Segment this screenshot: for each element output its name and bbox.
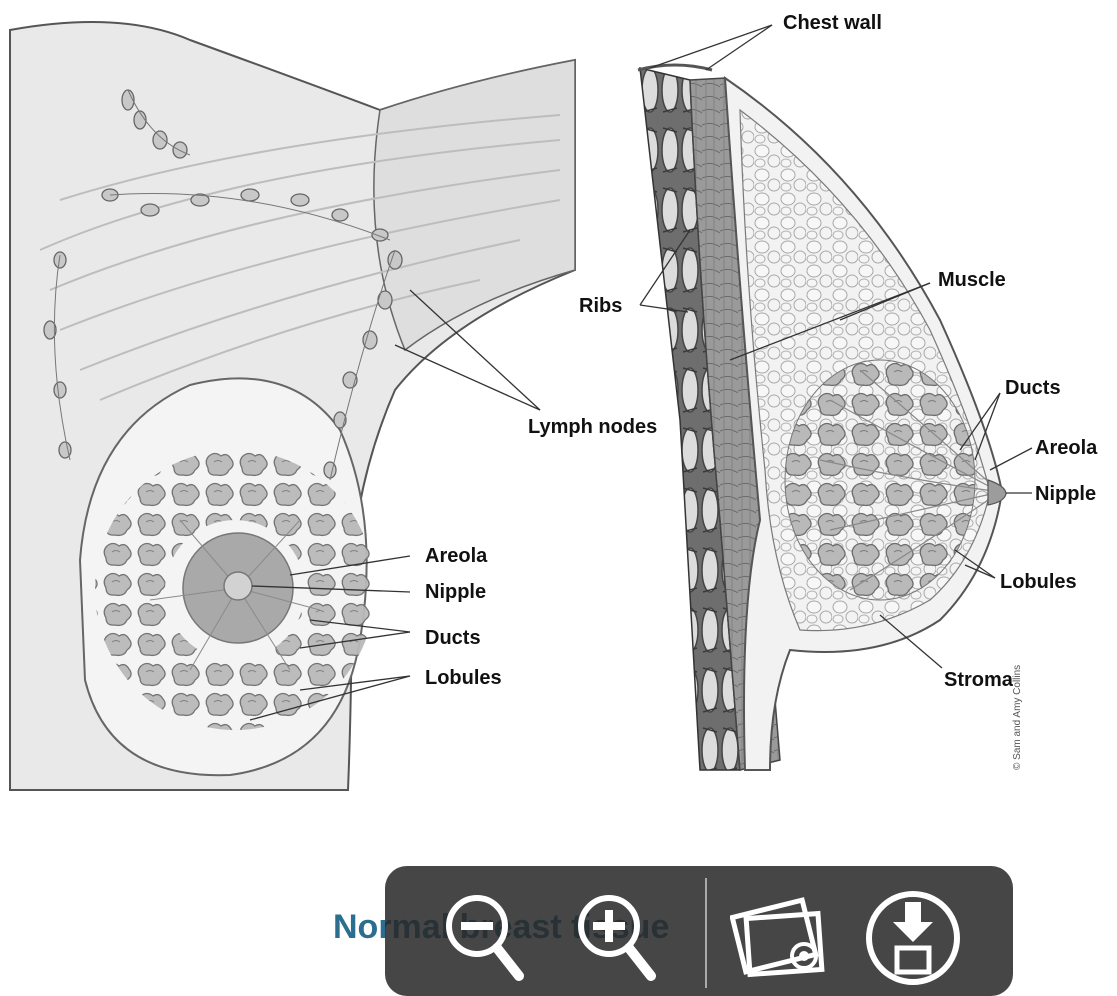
side-view	[638, 65, 1006, 770]
label-left-ducts: Ducts	[425, 627, 481, 650]
download-button[interactable]	[863, 886, 963, 986]
toolbar-divider	[705, 878, 707, 988]
zoom-in-button[interactable]	[565, 886, 665, 986]
label-left-nipple: Nipple	[425, 581, 486, 604]
photo-gallery-icon	[730, 886, 830, 986]
label-left-lobules: Lobules	[425, 667, 502, 690]
magnifier-plus-icon	[565, 886, 665, 986]
label-right-lobules: Lobules	[1000, 571, 1077, 594]
label-muscle: Muscle	[938, 269, 1006, 292]
label-right-ducts: Ducts	[1005, 377, 1061, 400]
magnifier-minus-icon	[433, 886, 533, 986]
download-icon	[863, 886, 963, 986]
label-ribs: Ribs	[579, 295, 622, 318]
zoom-out-button[interactable]	[433, 886, 533, 986]
label-left-areola: Areola	[425, 545, 487, 568]
image-viewer-toolbar	[385, 866, 1013, 996]
gallery-button[interactable]	[730, 886, 830, 986]
label-right-nipple: Nipple	[1035, 483, 1096, 506]
label-lymph-nodes: Lymph nodes	[528, 416, 657, 439]
label-right-areola: Areola	[1035, 437, 1097, 460]
label-chest-wall: Chest wall	[783, 12, 882, 35]
illustration-credit: © Sam and Amy Collins	[1012, 665, 1023, 770]
label-stroma: Stroma	[944, 669, 1013, 692]
